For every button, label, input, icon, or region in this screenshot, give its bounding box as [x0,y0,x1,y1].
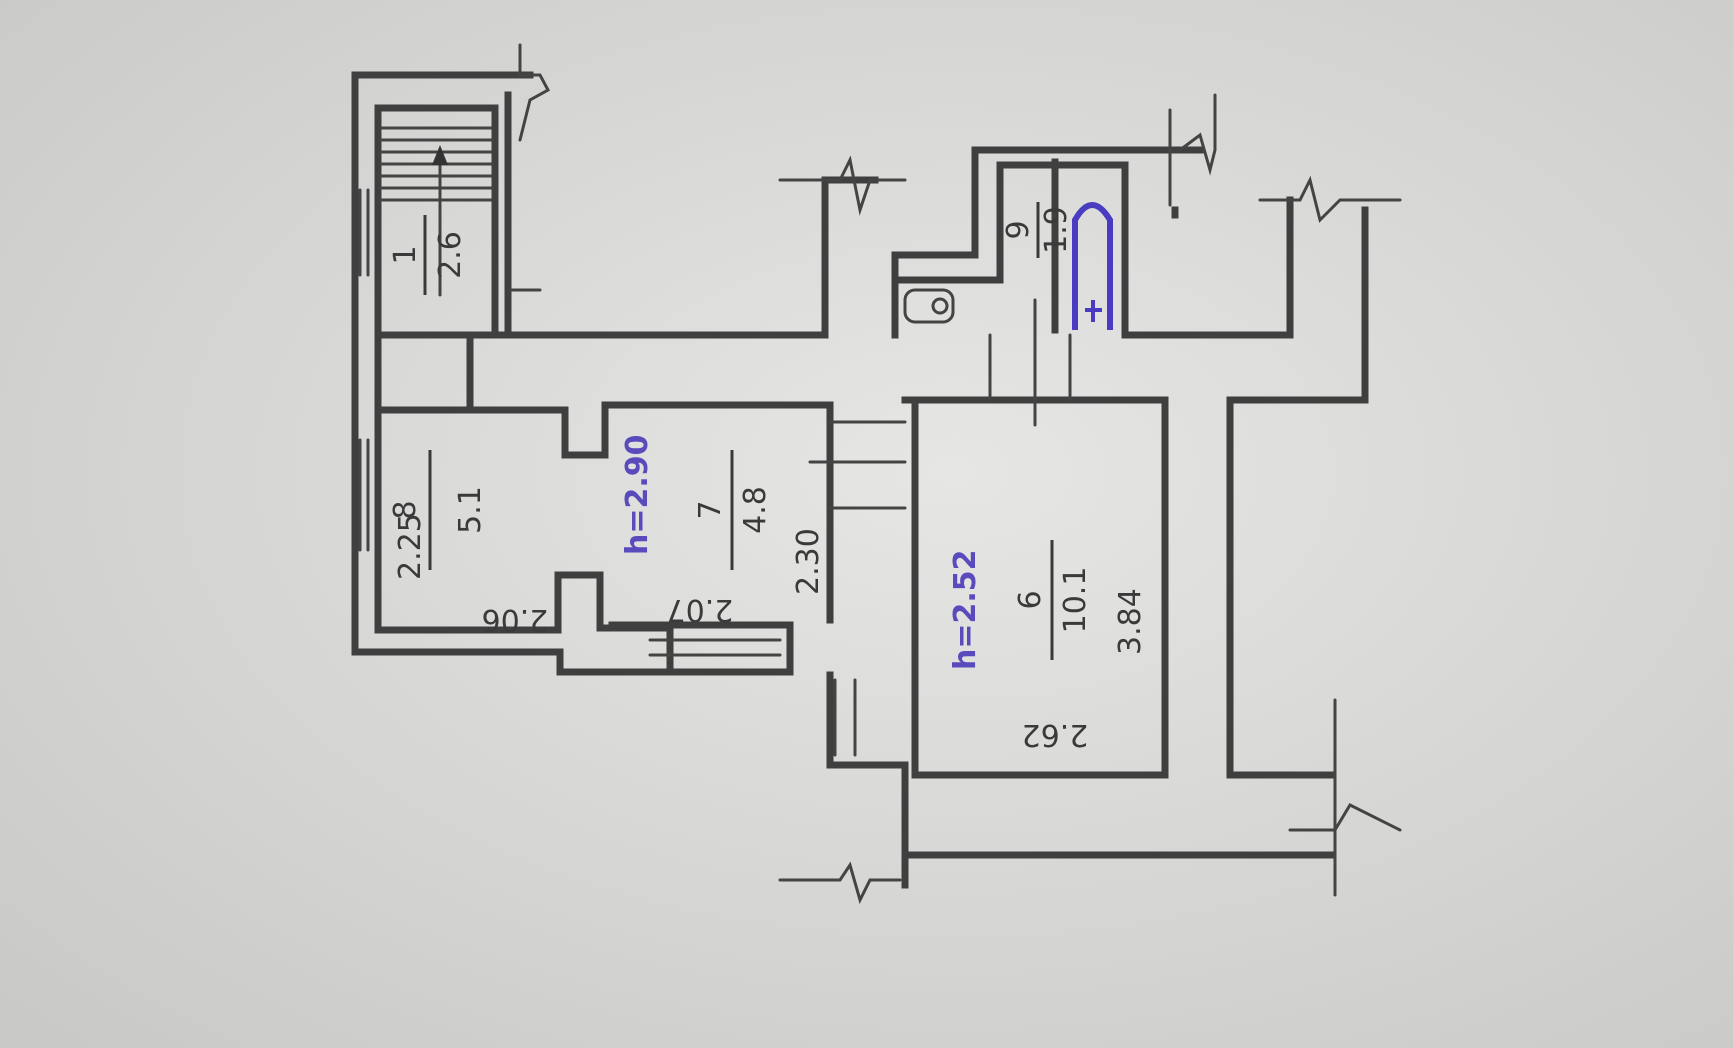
room-1-number: 1 [388,245,423,264]
room-8-number: 8 [388,500,423,519]
window-left-lower [358,438,370,552]
toilet-icon [903,288,955,324]
room-6-height: h=2.52 [948,549,983,670]
room-7-dim-b: 2.30 [791,528,826,595]
room-7-area: 4.8 [738,486,773,534]
room-7-number: 7 [693,500,728,519]
room-8-area: 5.1 [453,486,488,534]
room-9-area: 1.9 [1039,206,1074,254]
room-6-label: 6 10.1 [1013,540,1093,660]
room-1-area: 2.6 [433,231,468,279]
room-7-label: 7 4.8 [693,450,773,570]
room-6-number: 6 [1013,590,1048,609]
room-7-height: h=2.90 [620,434,655,555]
room-7-dim-a: 2.07 [667,592,734,627]
room-9-label: 9 1.9 [1001,202,1074,258]
room-6-dim-b: 2.62 [1022,717,1089,752]
room-1-label: 1 2.6 [388,215,468,295]
room-8-dim-a: 2.25 [393,513,428,580]
bathtub-icon [1072,202,1113,330]
room-8-label: 8 5.1 [388,450,488,570]
room-8-dim-b: 2.06 [482,602,549,637]
room-6-dim-a: 3.84 [1113,588,1148,655]
stair-arrow-icon [432,145,448,297]
window-left-upper [358,188,370,277]
room-9-number: 9 [1001,220,1036,239]
break-marks [508,43,1402,905]
stair-treads [378,126,494,202]
room-6-area: 10.1 [1058,567,1093,634]
walls [351,43,1402,905]
